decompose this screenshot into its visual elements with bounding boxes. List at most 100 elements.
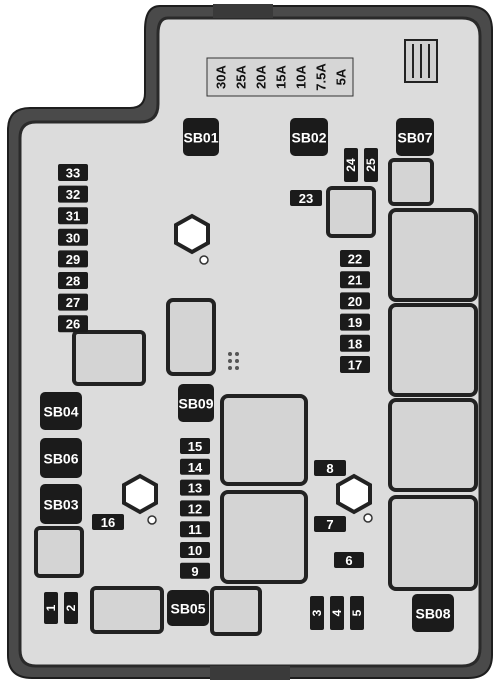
fuse-body	[64, 592, 78, 624]
fuse: 33	[58, 164, 88, 181]
fuse: 11	[180, 521, 210, 538]
fuse-label: 26	[66, 317, 80, 332]
fuse-label: SB05	[170, 601, 205, 617]
relay-small	[72, 330, 146, 386]
sb-fuse: SB01	[183, 118, 219, 156]
fuse-body	[58, 315, 88, 333]
fuse-label: 2	[64, 604, 78, 611]
fuse: 31	[58, 207, 88, 225]
fuse-body	[350, 596, 364, 630]
fuse: 28	[58, 272, 88, 289]
relay-small	[210, 586, 262, 636]
fuse-label: 13	[188, 481, 202, 496]
fuse-body	[183, 118, 219, 156]
fuse-label: 23	[299, 191, 313, 206]
fuse: 5	[350, 596, 364, 630]
fuse-body	[334, 552, 364, 568]
fuse: 7	[314, 516, 346, 532]
fuse: 18	[340, 334, 370, 352]
fuse-label: 15	[188, 439, 202, 454]
fuse: 9	[180, 562, 210, 579]
fuse-label: 20	[348, 294, 362, 309]
bottom-tab	[210, 666, 290, 680]
sb-fuse: SB06	[40, 438, 82, 478]
fuse-label: 4	[330, 609, 344, 616]
fuse-label: SB07	[397, 130, 432, 146]
fuse-body	[314, 516, 346, 532]
fuse-body	[40, 392, 82, 430]
fuse-body	[180, 458, 210, 475]
rating-label: 15A	[274, 64, 289, 88]
rating-label: 20A	[254, 64, 269, 88]
fuse: 21	[340, 271, 370, 289]
relay-small	[90, 586, 164, 634]
fuse-body	[344, 148, 358, 182]
fuse-label: 21	[348, 273, 362, 288]
fuse-body	[180, 521, 210, 538]
bolts	[122, 213, 373, 525]
fuse-body	[340, 292, 370, 310]
fuse: 1	[44, 592, 58, 624]
fuse: 3	[310, 596, 324, 630]
relay	[220, 394, 308, 486]
fuse-label: 3	[310, 609, 324, 616]
rating-label: 5A	[334, 68, 349, 85]
sb-fuse: SB07	[396, 118, 434, 156]
fuse-body	[180, 542, 210, 558]
rating-label: 30A	[214, 64, 229, 88]
sb-fuse: SB09	[178, 384, 214, 422]
hex-bolt	[174, 213, 210, 265]
fuse-label: 22	[348, 252, 362, 267]
fuse: 2	[64, 592, 78, 624]
fuse: 20	[340, 292, 370, 310]
fuse-body	[310, 596, 324, 630]
rating-strip	[206, 57, 354, 97]
fuse: 27	[58, 293, 88, 311]
fuse-label: 14	[188, 460, 203, 475]
fuse-label: SB08	[415, 606, 450, 622]
fuse-body	[58, 228, 88, 246]
fuse-body	[180, 562, 210, 579]
fuse: 16	[92, 514, 124, 530]
fuse-body	[340, 356, 370, 373]
fuse-label: SB04	[43, 404, 78, 420]
fuse-label: 30	[66, 230, 80, 245]
relay	[388, 208, 478, 302]
fuse-label: 11	[188, 522, 202, 537]
fuse-body	[40, 438, 82, 478]
sb-fuse: SB03	[40, 484, 82, 524]
fuse-body	[180, 500, 210, 517]
fuse-body	[58, 250, 88, 268]
fuse: 23	[290, 190, 322, 206]
fuse-label: 1	[44, 604, 58, 611]
fuse-label: 25	[364, 158, 378, 172]
sb-fuse: SB02	[290, 118, 328, 156]
fuse: 13	[180, 479, 210, 496]
fuse-body	[290, 118, 328, 156]
fuse-body	[340, 250, 370, 267]
fuse-body	[364, 148, 378, 182]
relay	[388, 398, 478, 492]
fuse-body	[58, 272, 88, 289]
fuse-label: 5	[350, 609, 364, 616]
hex-bolt	[122, 473, 158, 525]
fuse: 10	[180, 542, 210, 558]
fuse-body	[92, 514, 124, 530]
fuse-body	[314, 460, 346, 476]
fuse-body	[58, 164, 88, 181]
relay	[220, 490, 308, 584]
rating-label: 10A	[294, 64, 309, 88]
fuse: 32	[58, 185, 88, 203]
fuse-label: 10	[188, 543, 202, 558]
fuse-label: 18	[348, 336, 362, 351]
fuse-label: SB02	[291, 130, 326, 146]
rating-label: 7.5A	[314, 63, 329, 91]
fuse-body	[167, 590, 209, 626]
fuse-body	[178, 384, 214, 422]
fuse-body	[180, 438, 210, 454]
fuse-body	[58, 207, 88, 225]
fuse: 19	[340, 313, 370, 331]
